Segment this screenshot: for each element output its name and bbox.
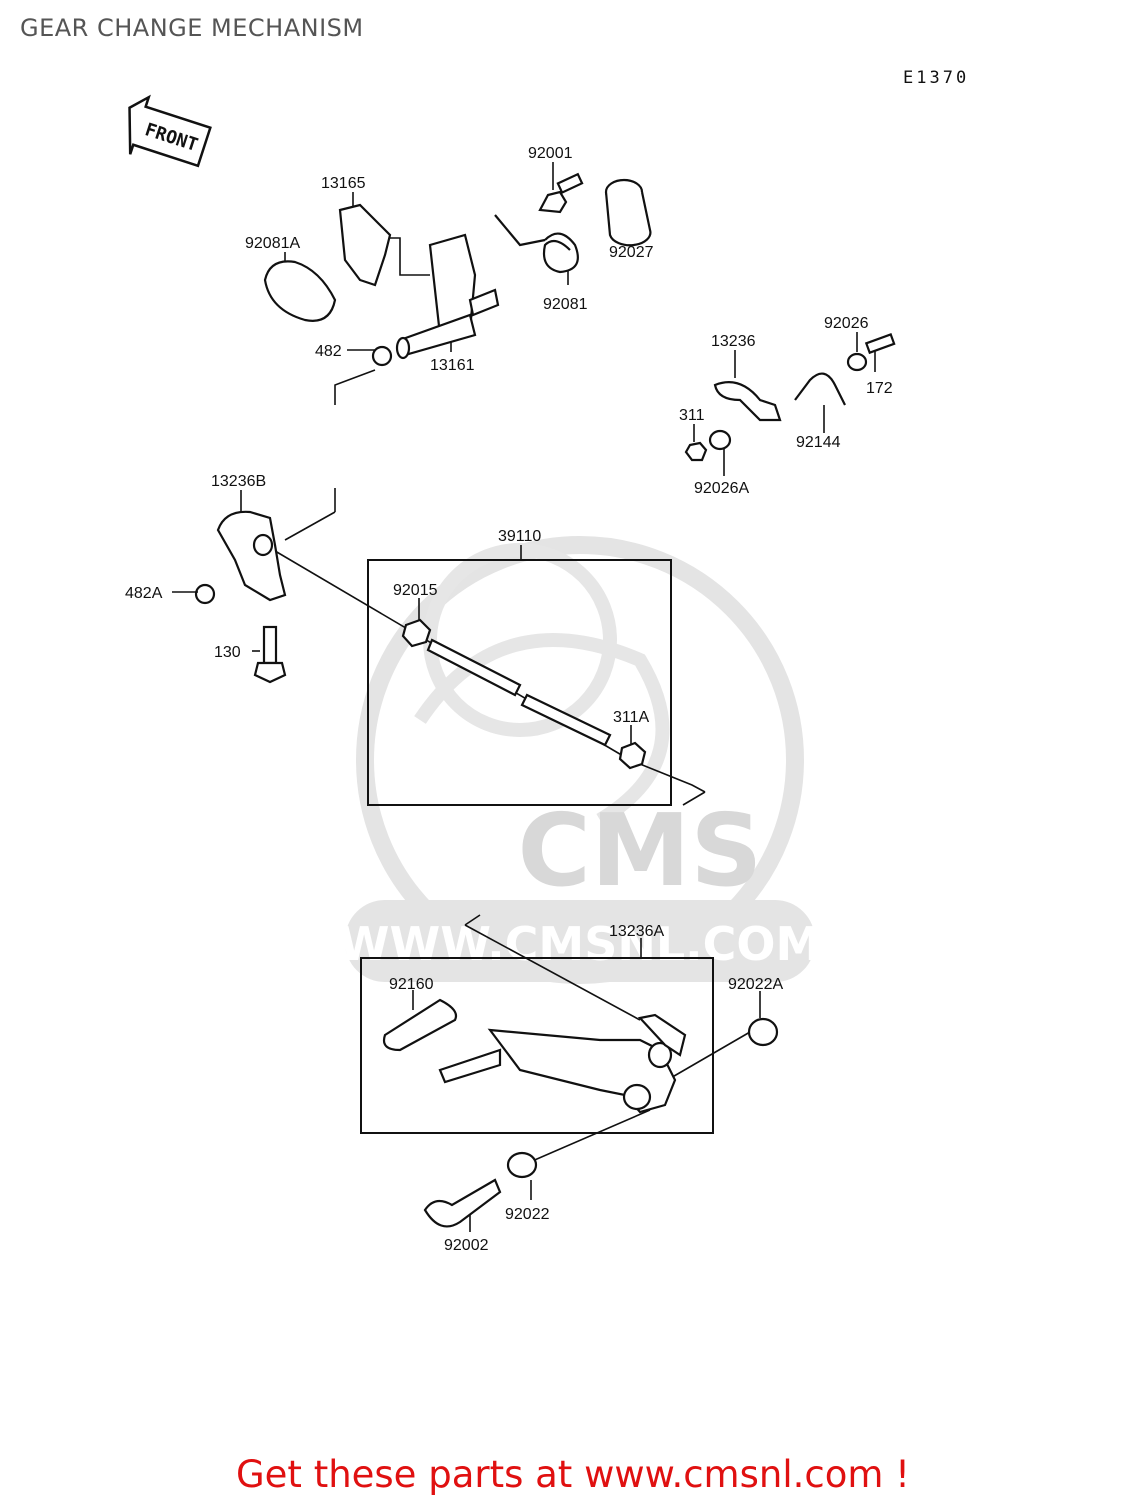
part-label[interactable]: 311A [613, 709, 650, 726]
part-label[interactable]: 92027 [609, 244, 654, 261]
part-drawings [194, 172, 896, 1228]
part-label[interactable]: 172 [866, 380, 893, 397]
diagram-code: E1370 [903, 68, 970, 88]
watermark-logo: CMS [518, 792, 763, 909]
part-label[interactable]: 92001 [528, 145, 573, 162]
watermark: CMS WWW.CMSNL.COM [339, 536, 822, 984]
part-label[interactable]: 13236 [711, 333, 756, 350]
part-label[interactable]: 92022 [505, 1206, 550, 1223]
part-label[interactable]: 13236A [609, 923, 664, 940]
part-label[interactable]: 13161 [430, 357, 475, 374]
part-label[interactable]: 92026 [824, 315, 869, 332]
part-label[interactable]: 130 [214, 644, 241, 661]
part-label[interactable]: 482 [315, 343, 342, 360]
part-label[interactable]: 92026A [694, 480, 749, 497]
part-label[interactable]: 13165 [321, 175, 366, 192]
footer-link[interactable]: Get these parts at www.cmsnl.com ! [235, 1453, 910, 1496]
part-label[interactable]: 92081 [543, 296, 588, 313]
part-labels: 92001 13165 92081A 92027 92081 92026 132… [125, 145, 893, 1254]
part-label[interactable]: 311 [679, 407, 705, 424]
part-label[interactable]: 92081A [245, 235, 300, 252]
part-label[interactable]: 92015 [393, 582, 438, 599]
part-label[interactable]: 92022A [728, 976, 783, 993]
kit-box-13236A [360, 957, 714, 1134]
watermark-site: WWW.CMSNL.COM [339, 917, 822, 971]
front-arrow-icon: FRONT [128, 94, 212, 168]
part-label[interactable]: 92160 [389, 976, 434, 993]
part-label[interactable]: 13236B [211, 473, 266, 490]
part-label[interactable]: 482A [125, 585, 163, 602]
footer-link-container: Get these parts at www.cmsnl.com ! [0, 1453, 1146, 1496]
page-title: GEAR CHANGE MECHANISM [20, 14, 364, 42]
part-label[interactable]: 39110 [498, 528, 541, 545]
kit-box-39110 [367, 559, 672, 806]
part-label[interactable]: 92144 [796, 434, 841, 451]
part-label[interactable]: 92002 [444, 1237, 489, 1254]
